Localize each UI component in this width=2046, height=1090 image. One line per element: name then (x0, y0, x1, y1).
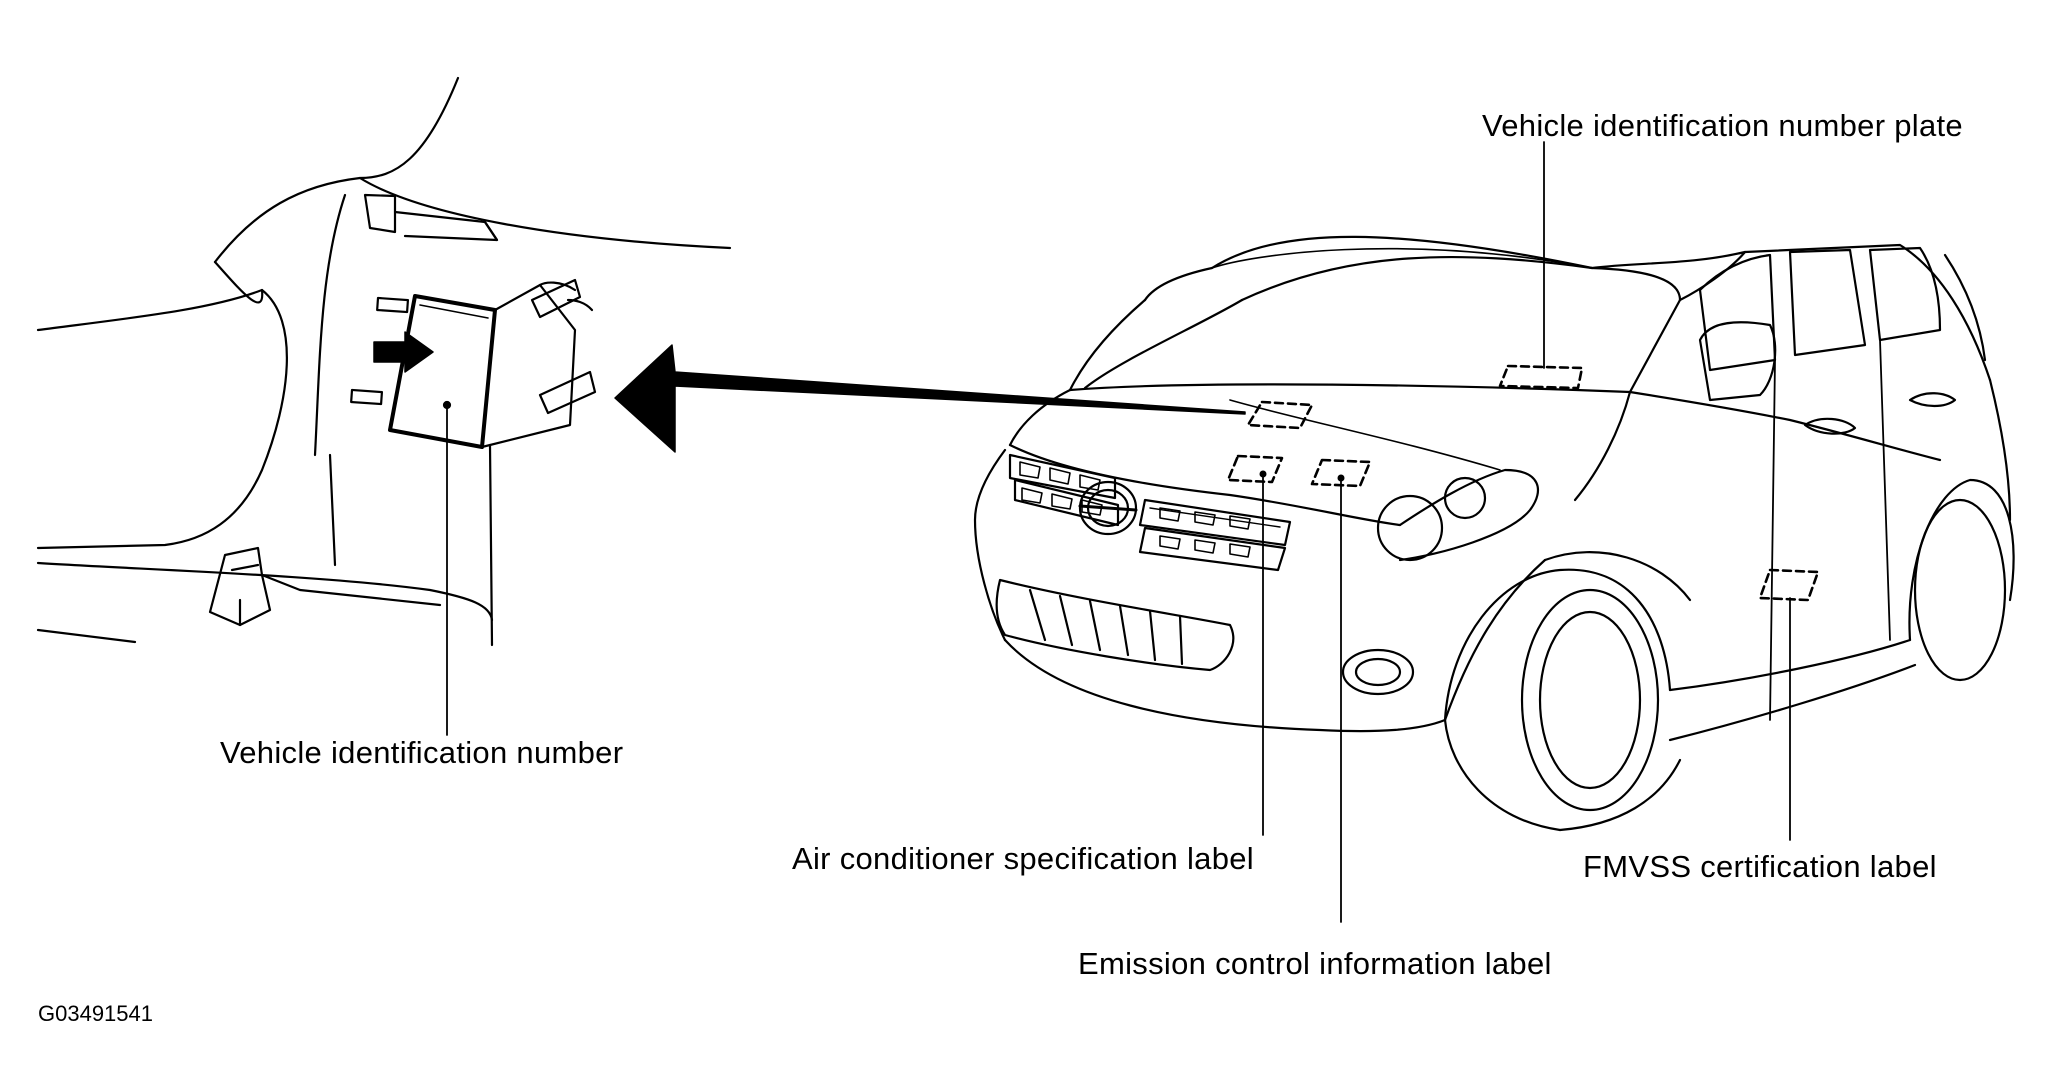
ac-label-marker (1226, 454, 1284, 484)
small-arrow-icon (373, 331, 434, 373)
ac-spec-label: Air conditioner specification label (792, 841, 1254, 876)
leader-lines (1262, 141, 1791, 923)
vin-plate-label: Vehicle identification number plate (1482, 108, 1963, 143)
vin-detail-view (36, 76, 732, 736)
vin-plate-marker (1498, 364, 1584, 390)
figure-id: G03491541 (38, 1001, 153, 1026)
vin-label: Vehicle identification number (220, 735, 624, 770)
emission-label: Emission control information label (1078, 946, 1552, 981)
label-markers (1226, 364, 1820, 602)
vin-windshield-marker (1246, 400, 1314, 430)
fmvss-label-marker (1758, 568, 1820, 602)
emission-label-marker (1310, 458, 1372, 488)
big-arrow-icon (614, 344, 1246, 453)
car-illustration (973, 235, 2015, 832)
fmvss-label: FMVSS certification label (1583, 849, 1937, 884)
